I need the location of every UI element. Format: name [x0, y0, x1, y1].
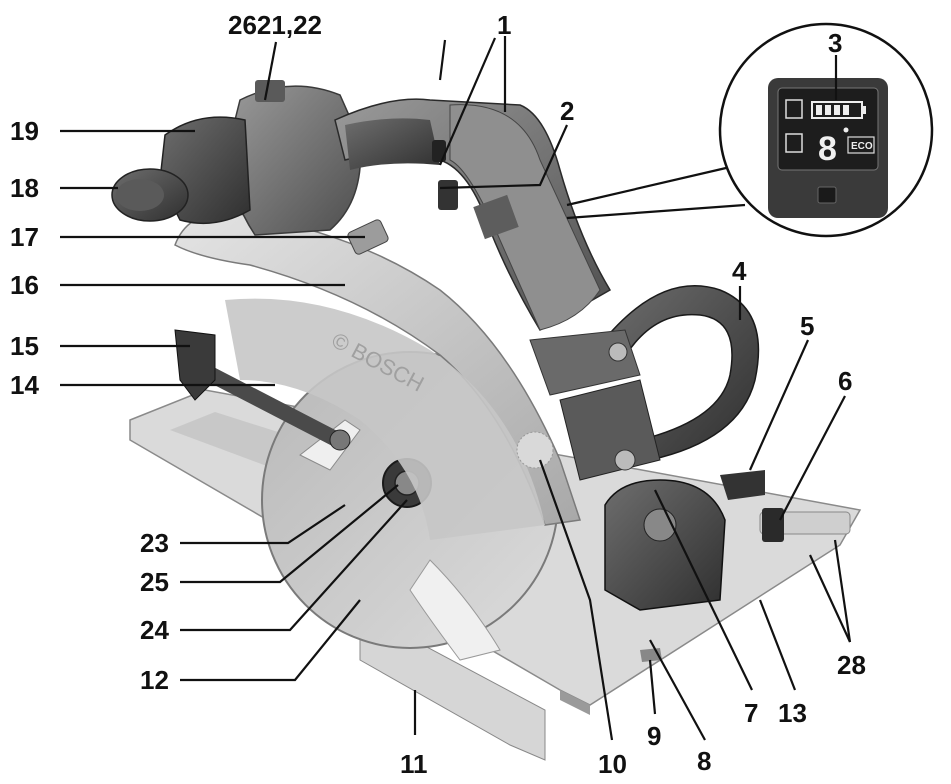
- leader-2: [439, 124, 569, 190]
- label-4: 4: [732, 256, 747, 286]
- label-14: 14: [10, 370, 39, 400]
- label-12: 12: [140, 665, 169, 695]
- label-11: 11: [400, 749, 428, 779]
- wrench-pivot: [329, 429, 351, 451]
- label-1: 1: [497, 10, 511, 40]
- leader-12: [180, 599, 361, 682]
- label-24: 24: [140, 615, 169, 645]
- saw-illustration: © BOSCH: [111, 80, 862, 761]
- depth-lever: [720, 470, 765, 500]
- battery-bar-3: [834, 105, 840, 115]
- leader-2621: [263, 41, 278, 101]
- battery-terminal: [862, 106, 866, 114]
- leader-7: [654, 489, 753, 691]
- display-digit: 8: [818, 130, 837, 168]
- part-labels: 2621,22 1 2 3 4 5 6 19 18 17 16 15 14 23…: [10, 10, 866, 779]
- leader-1b: [438, 37, 497, 166]
- motor-housing: [228, 85, 362, 236]
- label-6: 6: [838, 366, 852, 396]
- label-16: 16: [10, 270, 39, 300]
- leader-9: [648, 659, 657, 715]
- leader-8: [649, 639, 706, 741]
- leader-13: [758, 599, 797, 691]
- label-9: 9: [647, 721, 661, 751]
- callout-leader-bottom: [566, 203, 746, 220]
- rear-housing: [449, 104, 601, 331]
- wrench-bar: [195, 360, 345, 450]
- battery-bar-4: [843, 105, 849, 115]
- mode-icon: [785, 133, 803, 153]
- label-17: 17: [10, 222, 39, 252]
- callout-leader-top: [566, 166, 727, 207]
- eco-box: [847, 136, 875, 154]
- display-dot: [843, 127, 849, 133]
- wrench-head: [174, 329, 216, 401]
- label-7: 7: [744, 698, 758, 728]
- chip-ejector-mesh: [516, 431, 554, 469]
- label-15: 15: [10, 331, 39, 361]
- temperature-icon: [785, 99, 803, 119]
- grip-ribs: [473, 194, 519, 240]
- display-callout: 8 ECO: [566, 22, 934, 238]
- motor-vent: [255, 80, 285, 102]
- depth-lock-knob: [614, 449, 636, 471]
- guide-lock-screw: [762, 508, 784, 542]
- battery-bar-2: [825, 105, 831, 115]
- battery-bar-1: [816, 105, 822, 115]
- label-2621-22: 2621,22: [228, 10, 322, 40]
- leader-25: [180, 484, 399, 584]
- chip-ejection-port-opening: [116, 179, 164, 211]
- bevel-angle-scale: [604, 479, 726, 611]
- display-screen: [777, 87, 879, 171]
- label-5: 5: [800, 311, 814, 341]
- base-plate-front-edge: [560, 690, 590, 715]
- blade-lower-sector: [409, 559, 501, 661]
- leader-6: [779, 395, 846, 521]
- on-off-switch: [438, 180, 458, 210]
- leader-28b: [833, 539, 852, 643]
- motor-front-body: [559, 379, 661, 481]
- leader-28a: [809, 554, 851, 643]
- label-13: 13: [778, 698, 807, 728]
- leader-24: [180, 499, 408, 632]
- label-10: 10: [598, 749, 627, 779]
- label-8: 8: [697, 746, 711, 776]
- blade-guard-side: [225, 298, 545, 540]
- display-button: [817, 186, 837, 204]
- label-2: 2: [560, 96, 574, 126]
- handle-grip: [345, 118, 440, 170]
- label-23: 23: [140, 528, 169, 558]
- label-19: 19: [10, 116, 39, 146]
- eco-label: ECO: [851, 141, 873, 152]
- leader-10: [538, 459, 614, 741]
- depth-lock-lever: [347, 219, 389, 255]
- label-3: 3: [828, 28, 842, 58]
- leader-1c: [438, 39, 447, 81]
- auxiliary-handle-screw: [608, 342, 628, 362]
- leader-lines: [60, 36, 852, 741]
- label-25: 25: [140, 567, 169, 597]
- leader-23: [180, 504, 346, 545]
- label-18: 18: [10, 173, 39, 203]
- leader-5: [748, 339, 810, 471]
- label-28: 28: [837, 650, 866, 680]
